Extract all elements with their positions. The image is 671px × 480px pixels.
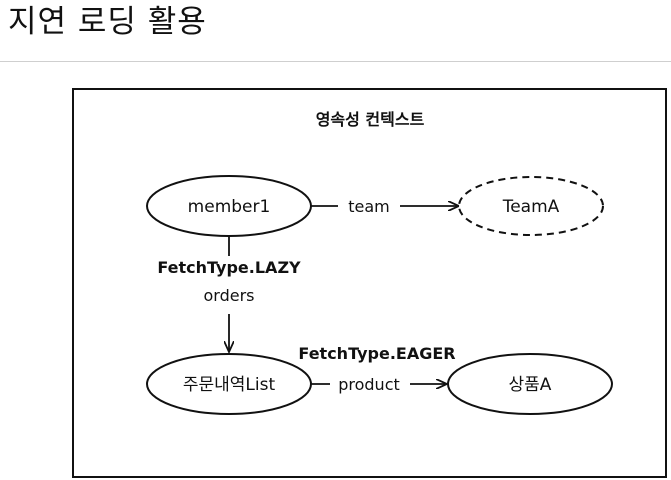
persistence-context-label: 영속성 컨텍스트 (316, 110, 425, 129)
lazy-annotation: FetchType.LAZY (157, 258, 301, 277)
order-list-node-label: 주문내역List (183, 375, 276, 395)
team-node (458, 176, 604, 236)
product-edge-label: product (338, 375, 400, 394)
product-node-label: 상품A (509, 375, 552, 395)
team-node-label: TeamA (502, 197, 560, 217)
page-title: 지연 로딩 활용 (8, 4, 207, 40)
eager-annotation: FetchType.EAGER (298, 344, 455, 363)
member-node-label: member1 (188, 197, 271, 217)
product-node (447, 353, 613, 415)
team-edge-label: team (348, 197, 390, 216)
orders-edge-label: orders (204, 286, 255, 305)
persistence-context-box (72, 88, 667, 478)
title-divider (0, 61, 671, 62)
